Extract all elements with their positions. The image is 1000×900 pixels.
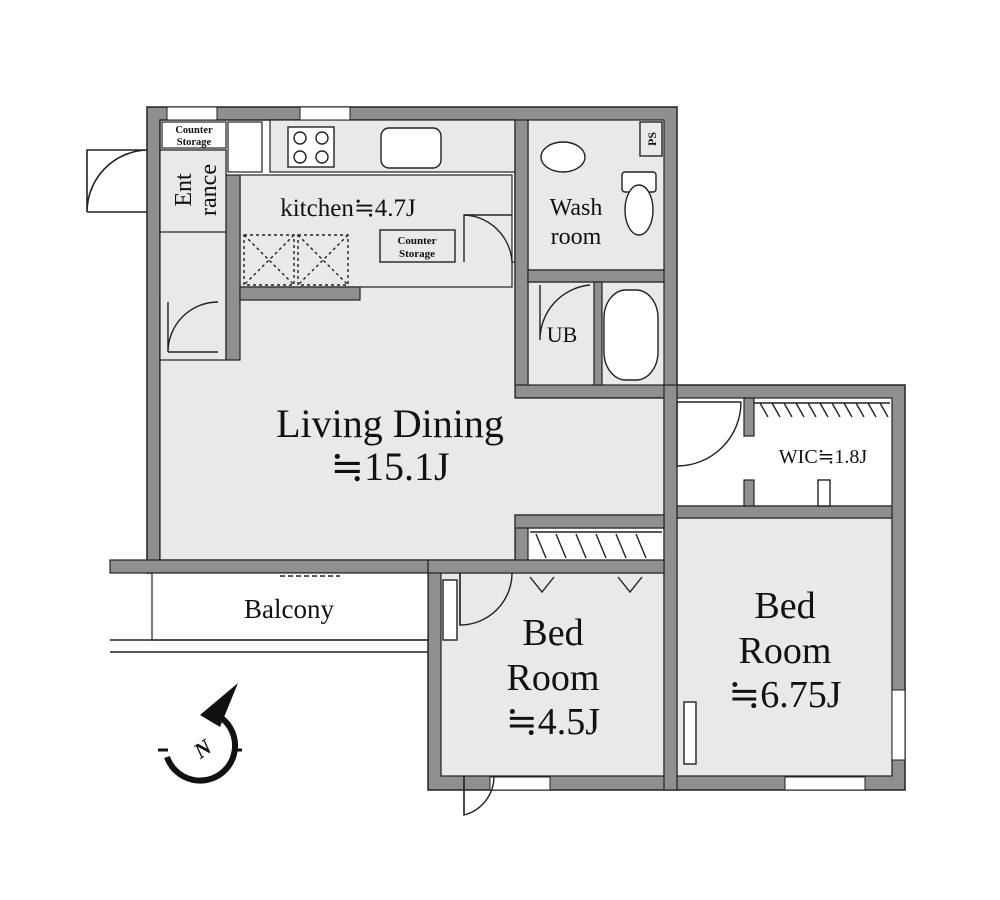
bed-large-label-3: ≒6.75J xyxy=(728,674,841,716)
bedroom-small-door xyxy=(459,572,513,626)
pantry-left xyxy=(243,234,295,286)
interior-walls xyxy=(225,119,893,791)
bedroom-small-exit-door xyxy=(463,775,495,816)
compass-icon: N xyxy=(158,683,242,784)
ps-box xyxy=(639,121,663,157)
wash-basin xyxy=(540,141,586,173)
bed-small-label-2: Room xyxy=(507,657,600,699)
closet-hangers xyxy=(529,402,890,594)
bed-small-label-3: ≒4.5J xyxy=(506,701,600,743)
counter-storage-kitchen-box xyxy=(379,229,456,263)
washroom-fixtures xyxy=(539,121,663,381)
wic-label: WIC≒1.8J xyxy=(779,446,868,468)
wash-room-label-2: room xyxy=(551,224,602,250)
compass-north-arrow-icon xyxy=(200,683,238,727)
balcony-floor xyxy=(151,572,429,641)
floor-bedroom-large xyxy=(676,517,893,777)
room-labels: Counter Storage Ent rance kitchen≒4.7J C… xyxy=(171,125,867,743)
counter-storage-top-box xyxy=(161,121,227,149)
front-door-swing xyxy=(86,149,148,213)
entrance-label-2: rance xyxy=(196,164,222,216)
ub-door xyxy=(539,284,591,341)
entrance-area xyxy=(86,121,263,353)
counter-storage-kitchen-label-2: Storage xyxy=(399,248,435,260)
bed-large-label-2: Room xyxy=(739,630,832,672)
wash-room-label-1: Wash xyxy=(550,195,603,221)
entrance-label-1: Ent xyxy=(171,173,197,207)
pantry-right xyxy=(297,234,349,286)
entrance-inner-door xyxy=(167,301,219,353)
living-dining-label-1: Living Dining xyxy=(276,401,504,446)
floor-kitchen xyxy=(239,174,513,288)
counter-storage-top-label-2: Storage xyxy=(177,137,212,148)
sink xyxy=(380,127,442,169)
bed-small-label-1: Bed xyxy=(522,612,583,654)
kitchen-fixtures xyxy=(243,126,513,286)
balcony-label: Balcony xyxy=(244,594,334,624)
kitchen-label: kitchen≒4.7J xyxy=(280,195,416,222)
doors-living xyxy=(442,401,742,816)
bedroom-large-door xyxy=(676,401,742,467)
counter-storage-top-label-1: Counter xyxy=(175,125,213,136)
counter-storage-kitchen-label-1: Counter xyxy=(397,235,436,247)
toilet xyxy=(624,184,654,236)
ub-label: UB xyxy=(547,322,578,347)
ps-label: PS xyxy=(645,132,659,146)
balcony xyxy=(109,559,429,653)
bathtub xyxy=(603,289,659,381)
living-dining-label-2: ≒15.1J xyxy=(330,444,449,489)
balcony-rail-top xyxy=(109,559,429,574)
compass-label: N xyxy=(188,733,217,764)
bed-large-label-1: Bed xyxy=(754,585,815,627)
